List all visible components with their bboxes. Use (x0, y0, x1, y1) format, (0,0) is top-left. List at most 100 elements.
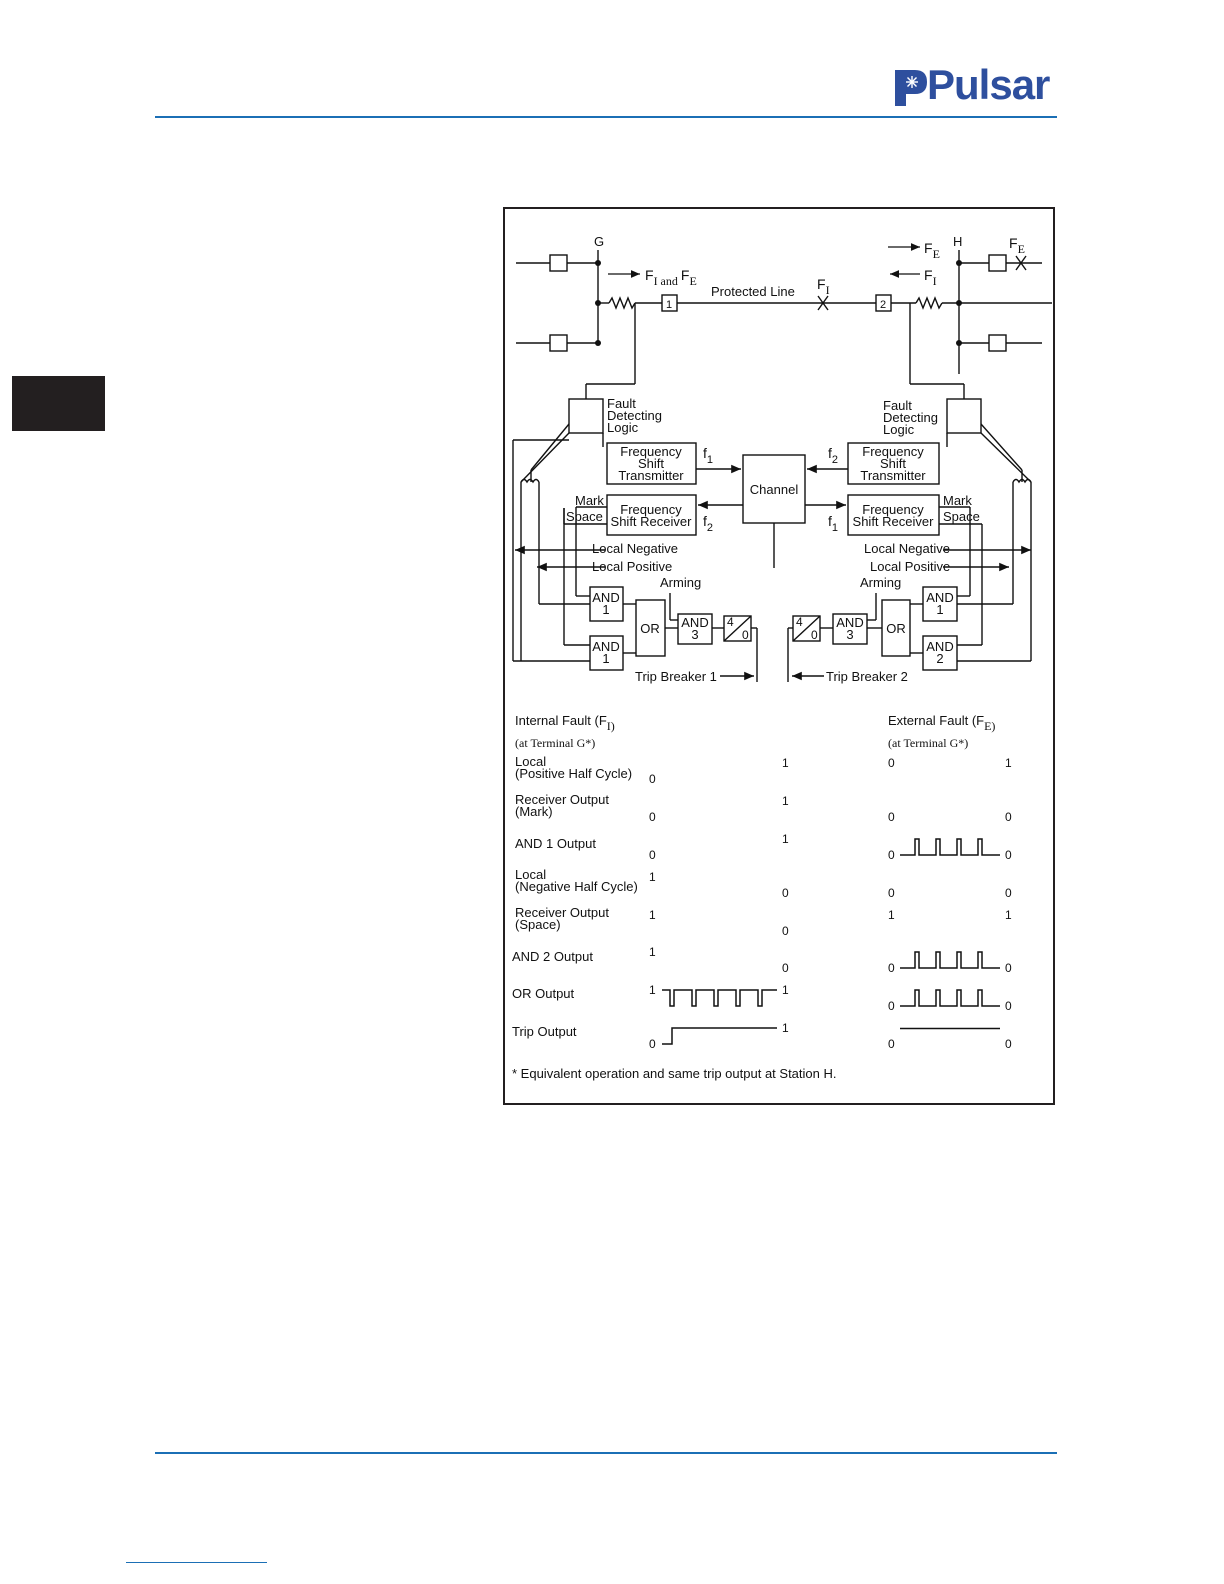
fst-right-line-1: Frequency (862, 444, 924, 459)
and3-left-a: AND (681, 615, 708, 630)
local-positive-left: Local Positive (592, 559, 672, 574)
terminal-h-label: H (953, 234, 962, 249)
signal-label-8a: Trip Output (512, 1024, 577, 1039)
external-start-3: 0 (888, 848, 895, 862)
external-start-1: 0 (888, 756, 895, 770)
mark-left-label: Mark (575, 493, 604, 508)
fst-right-line-2: Shift (880, 456, 906, 471)
internal-end-4: 0 (782, 886, 789, 900)
fdl-right-line-1: Fault (883, 398, 912, 413)
external-start-4: 0 (888, 886, 895, 900)
signal-label-5b: (Space) (515, 917, 561, 932)
signal-label-2a: Receiver Output (515, 792, 609, 807)
channel-label: Channel (750, 482, 799, 497)
signal-label-6a: AND 2 Output (512, 949, 593, 964)
external-end-7: 0 (1005, 999, 1012, 1013)
footnote: * Equivalent operation and same trip out… (512, 1066, 836, 1081)
signal-label-2b: (Mark) (515, 804, 553, 819)
internal-end-8: 1 (782, 1021, 789, 1035)
local-positive-right: Local Positive (870, 559, 950, 574)
local-negative-right: Local Negative (864, 541, 950, 556)
internal-start-4: 1 (649, 870, 656, 884)
f2-left-label: f2 (703, 513, 713, 534)
and1-left2-a: AND (592, 639, 619, 654)
logic-blocks (512, 398, 1032, 682)
and3-right-b: 3 (846, 627, 853, 642)
fault-fi-right-label: FI (924, 267, 937, 288)
fdl-left-line-2: Detecting (607, 408, 662, 423)
external-fault-note: (at Terminal G*) (888, 736, 968, 750)
timer-left-top: 4 (727, 615, 734, 629)
internal-start-1: 0 (649, 772, 656, 786)
external-start-2: 0 (888, 810, 895, 824)
block-labels: Fault Detecting Logic Fault Detecting Lo… (566, 396, 980, 684)
and1-left-b: 1 (602, 602, 609, 617)
fault-arrows (608, 243, 920, 278)
external-start-7: 0 (888, 999, 895, 1013)
internal-start-8: 0 (649, 1037, 656, 1051)
trip-breaker-2-label: Trip Breaker 2 (826, 669, 908, 684)
signal-label-3a: AND 1 Output (515, 836, 596, 851)
internal-start-3: 0 (649, 848, 656, 862)
breaker-1-label: 1 (666, 299, 672, 311)
and1-left-a: AND (592, 590, 619, 605)
internal-end-6: 0 (782, 961, 789, 975)
fdl-right-line-2: Detecting (883, 410, 938, 425)
internal-fault-title: Internal Fault (FI) (515, 713, 615, 733)
external-wave-6 (900, 951, 1000, 969)
bus-nodes (595, 260, 962, 346)
signal-labels: Local (Positive Half Cycle) Receiver Out… (512, 754, 638, 1039)
power-system (516, 250, 1052, 399)
internal-start-7: 1 (649, 983, 656, 997)
space-left-label: Space (566, 509, 603, 524)
space-right-label: Space (943, 509, 980, 524)
protected-line-label: Protected Line (711, 284, 795, 299)
or-left: OR (640, 621, 660, 636)
external-end-8: 0 (1005, 1037, 1012, 1051)
and1-right-b: 1 (936, 602, 943, 617)
signal-label-4a: Local (515, 867, 546, 882)
internal-end-3: 1 (782, 832, 789, 846)
pulsar-logo: Pulsar (893, 61, 1056, 110)
timer-left-bottom: 0 (742, 628, 749, 642)
f1-left-label: f1 (703, 445, 713, 466)
external-end-6: 0 (1005, 961, 1012, 975)
terminal-g-label: G (594, 234, 604, 249)
mark-right-label: Mark (943, 493, 972, 508)
timer-right-bottom: 0 (811, 628, 818, 642)
external-end-1: 1 (1005, 756, 1012, 770)
pulsar-logo-mark (895, 70, 927, 106)
arming-left: Arming (660, 575, 701, 590)
external-fault-title: External Fault (FE) (888, 713, 995, 733)
fdl-left-line-1: Fault (607, 396, 636, 411)
internal-end-2: 1 (782, 794, 789, 808)
fault-fe-x-label: FE (1009, 235, 1025, 256)
logo-text: Pulsar (927, 61, 1050, 108)
and1-left2-b: 1 (602, 651, 609, 666)
external-end-4: 0 (1005, 886, 1012, 900)
external-wave-7 (900, 989, 1000, 1007)
external-start-8: 0 (888, 1037, 895, 1051)
fst-right-line-3: Transmitter (860, 468, 926, 483)
fst-left-line-1: Frequency (620, 444, 682, 459)
fst-left-line-2: Shift (638, 456, 664, 471)
internal-end-7: 1 (782, 983, 789, 997)
external-end-2: 0 (1005, 810, 1012, 824)
external-end-5: 1 (1005, 908, 1012, 922)
signal-label-1a: Local (515, 754, 546, 769)
and2-right-a: AND (926, 639, 953, 654)
footer-link-rule (126, 1562, 267, 1563)
external-end-3: 0 (1005, 848, 1012, 862)
fault-fe-top-label: FE (924, 240, 940, 261)
internal-start-5: 1 (649, 908, 656, 922)
f2-right-label: f2 (828, 445, 838, 466)
internal-fault-note: (at Terminal G*) (515, 736, 595, 750)
fsr-right-line-2: Shift Receiver (853, 514, 935, 529)
fsr-right-line-1: Frequency (862, 502, 924, 517)
section-tab (12, 376, 105, 431)
or-right: OR (886, 621, 906, 636)
internal-wave-7 (662, 989, 777, 1007)
